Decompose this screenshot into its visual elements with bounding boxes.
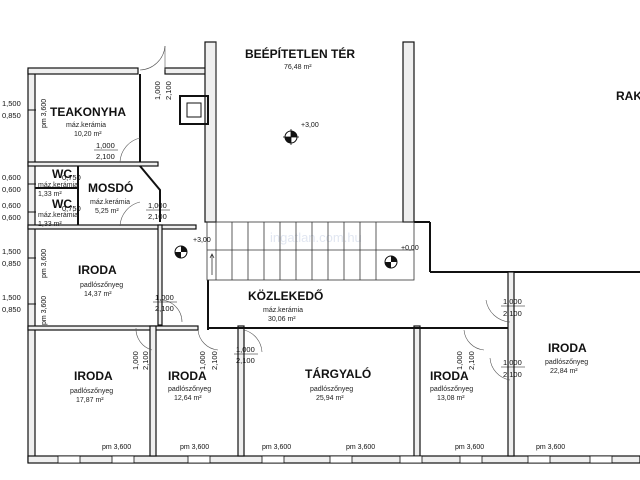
room-material-mosdo: máz.kerámia bbox=[90, 199, 130, 206]
door-dim-top-height: 2,100 bbox=[164, 81, 173, 100]
room-material-kozlekedo: máz.kerámia bbox=[263, 307, 303, 314]
left-dim-3: 0,600 bbox=[2, 173, 21, 182]
door-dim-right-upper-height: 2,100 bbox=[503, 309, 522, 318]
room-name-iroda-left-upper: IRODA bbox=[78, 263, 117, 277]
room-material-iroda-bottom-1: padlószőnyeg bbox=[70, 388, 113, 395]
room-area-unbuilt: 76,48 m² bbox=[284, 64, 312, 71]
room-name-targyalo: TÁRGYALÓ bbox=[305, 366, 371, 381]
room-area-iroda-left-upper: 14,37 m² bbox=[84, 291, 112, 298]
windows-bottom bbox=[57, 455, 613, 464]
level-label-stair-left: +3,00 bbox=[193, 237, 211, 244]
pm-label-bottom-5: pm 3,600 bbox=[455, 444, 484, 451]
door-dim-corridor-left-height: 2,100 bbox=[210, 351, 219, 370]
level-label-unbuilt: +3,00 bbox=[301, 122, 319, 129]
door-dim-iroda-lower-height: 2,100 bbox=[141, 351, 150, 370]
level-marker-unbuilt bbox=[283, 129, 299, 145]
pm-label-bottom-4: pm 3,600 bbox=[346, 444, 375, 451]
room-material-iroda-right: padlószőnyeg bbox=[545, 359, 588, 366]
door-swings bbox=[119, 45, 511, 381]
door-dim-targyalo-height: 2,100 bbox=[236, 356, 255, 365]
left-dim-8: 0,850 bbox=[2, 259, 21, 268]
left-dim-9: 1,500 bbox=[2, 293, 21, 302]
door-dim-iroda-upper-height: 2,100 bbox=[155, 304, 174, 313]
pm-label-bottom-1: pm 3,600 bbox=[102, 444, 131, 451]
room-name-teakonyha: TEAKONYHA bbox=[50, 105, 126, 119]
pm-label-bottom-3: pm 3,600 bbox=[262, 444, 291, 451]
room-name-iroda-bottom-1: IRODA bbox=[74, 369, 113, 383]
door-dim-iroda-small-width: 1,000 bbox=[455, 351, 464, 370]
room-material-iroda-left-upper: padlószőnyeg bbox=[80, 282, 123, 289]
room-area-wc-1: 1,33 m² bbox=[38, 191, 62, 198]
room-material-targyalo: padlószőnyeg bbox=[310, 386, 353, 393]
wc-dim-1: 0,750 bbox=[62, 173, 81, 182]
pm-label-left-3: pm 3,600 bbox=[41, 296, 48, 325]
room-material-iroda-bottom-2: padlószőnyeg bbox=[168, 386, 211, 393]
room-name-wc-2: WC bbox=[52, 197, 72, 211]
level-marker-stair-right bbox=[384, 255, 398, 269]
door-dim-teakonyha-width: 1,000 bbox=[96, 141, 115, 150]
level-marker-stair-left bbox=[174, 245, 188, 259]
left-dim-4: 0,600 bbox=[2, 185, 21, 194]
staircase bbox=[206, 221, 415, 281]
room-area-targyalo: 25,94 m² bbox=[316, 395, 344, 402]
room-area-iroda-bottom-1: 17,87 m² bbox=[76, 397, 104, 404]
left-dim-2: 0,850 bbox=[2, 111, 21, 120]
room-name-wc-1: WC bbox=[52, 167, 72, 181]
pm-label-left-2: pm 3,600 bbox=[41, 249, 48, 278]
room-area-wc-2: 1,33 m² bbox=[38, 221, 62, 228]
room-name-mosdo: MOSDÓ bbox=[88, 180, 133, 195]
door-dim-top-width: 1,000 bbox=[153, 81, 162, 100]
left-dim-10: 0,850 bbox=[2, 305, 21, 314]
room-name-unbuilt: BEÉPÍTETLEN TÉR bbox=[245, 46, 355, 61]
door-dim-iroda-lower-width: 1,000 bbox=[131, 351, 140, 370]
door-dim-targyalo-width: 1,000 bbox=[236, 345, 255, 354]
door-dim-mosdo-height: 2,100 bbox=[148, 212, 167, 221]
room-area-iroda-bottom-2: 12,64 m² bbox=[174, 395, 202, 402]
door-dim-right-lower-width: 1,000 bbox=[503, 358, 522, 367]
door-dim-iroda-small-height: 2,100 bbox=[467, 351, 476, 370]
pm-label-bottom-2: pm 3,600 bbox=[180, 444, 209, 451]
room-material-wc-2: máz.kerámia bbox=[38, 212, 78, 219]
room-material-iroda-bottom-3: padlószőnyeg bbox=[430, 386, 473, 393]
room-name-iroda-right: IRODA bbox=[548, 341, 587, 355]
room-name-kozlekedo: KÖZLEKEDŐ bbox=[248, 288, 323, 303]
door-dim-mosdo-width: 1,000 bbox=[148, 201, 167, 210]
door-dim-right-upper-width: 1,000 bbox=[503, 297, 522, 306]
wc-dim-2: 0,750 bbox=[62, 204, 81, 213]
room-area-iroda-bottom-3: 13,08 m² bbox=[437, 395, 465, 402]
room-area-iroda-right: 22,84 m² bbox=[550, 368, 578, 375]
pm-label-bottom-6: pm 3,600 bbox=[536, 444, 565, 451]
room-area-teakonyha: 10,20 m² bbox=[74, 131, 102, 138]
level-label-stair-right: +0,00 bbox=[401, 245, 419, 252]
door-dim-right-lower-height: 2,100 bbox=[503, 370, 522, 379]
room-area-mosdo: 5,25 m² bbox=[95, 208, 119, 215]
left-dim-7: 1,500 bbox=[2, 247, 21, 256]
room-material-teakonyha: máz.kerámia bbox=[66, 122, 106, 129]
room-material-wc-1: máz.kerámia bbox=[38, 182, 78, 189]
room-name-iroda-bottom-3: IRODA bbox=[430, 369, 469, 383]
door-dim-teakonyha-height: 2,100 bbox=[96, 152, 115, 161]
left-dim-5: 0,600 bbox=[2, 201, 21, 210]
watermark: ingatlan.com.hu bbox=[270, 230, 362, 245]
left-dim-1: 1,500 bbox=[2, 99, 21, 108]
left-dim-6: 0,600 bbox=[2, 213, 21, 222]
pm-label-left-1: pm 3,600 bbox=[41, 99, 48, 128]
windows-left bbox=[28, 109, 36, 305]
room-area-kozlekedo: 30,06 m² bbox=[268, 316, 296, 323]
room-name-iroda-bottom-2: IRODA bbox=[168, 369, 207, 383]
door-dim-iroda-upper-width: 1,000 bbox=[155, 293, 174, 302]
door-dim-corridor-left-width: 1,000 bbox=[198, 351, 207, 370]
room-name-rak: RAK bbox=[616, 89, 640, 103]
